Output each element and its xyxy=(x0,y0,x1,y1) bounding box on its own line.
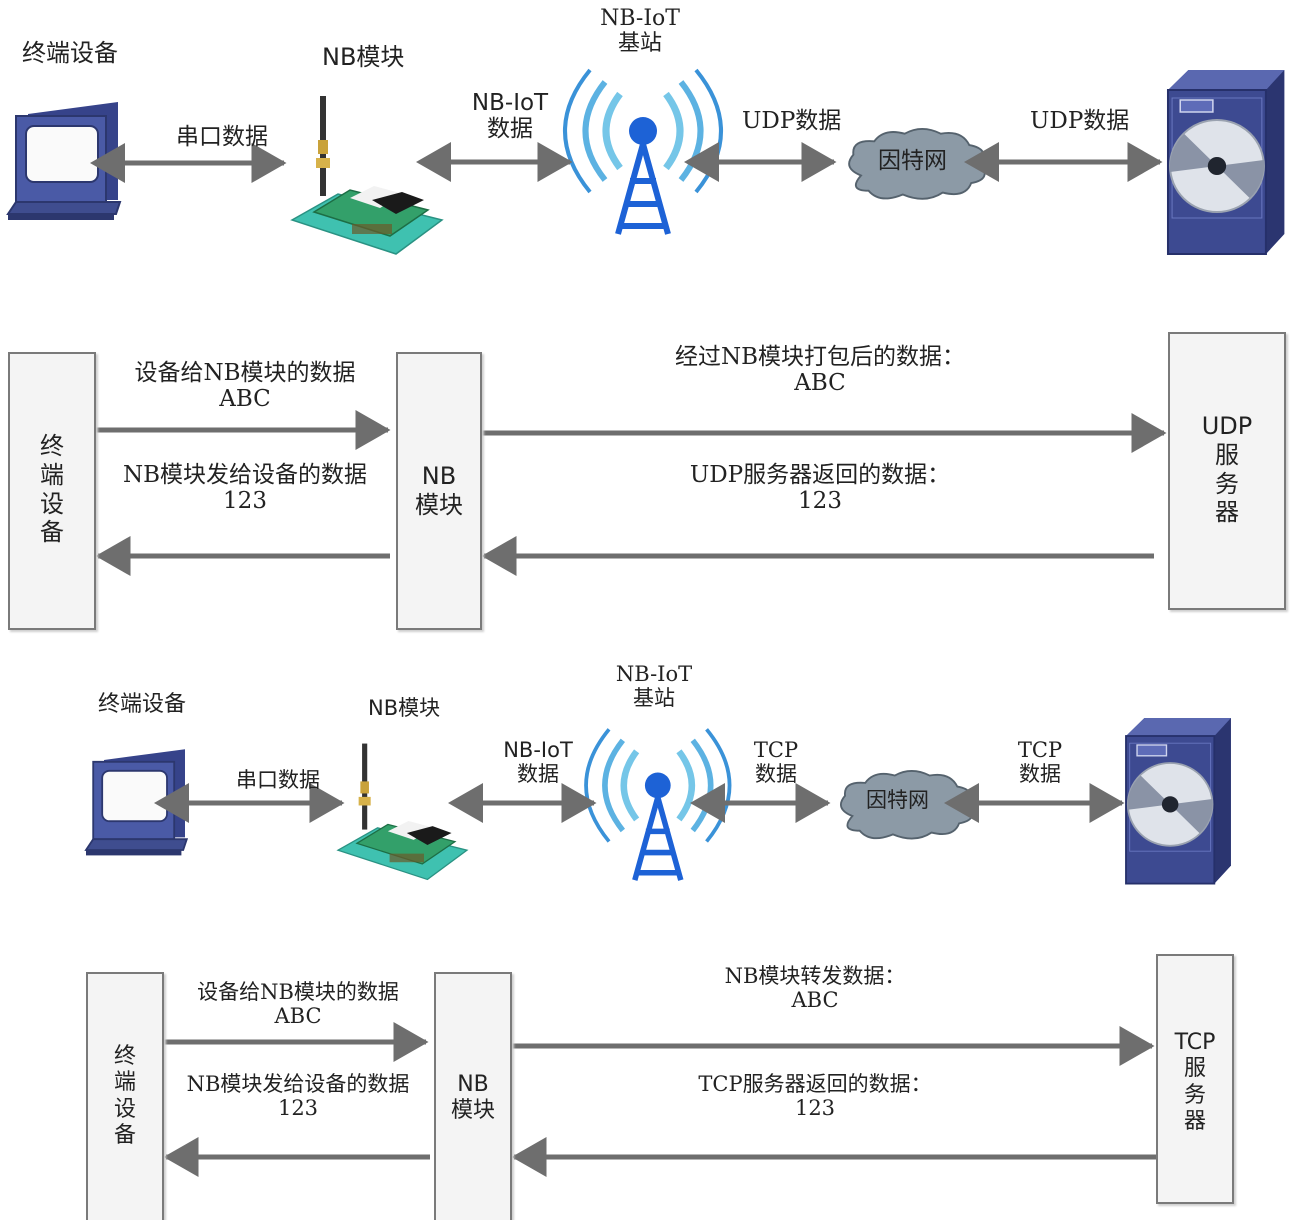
char: 端 xyxy=(113,1070,136,1096)
seq2-terminal-text: 终 端 设 备 xyxy=(88,1044,162,1150)
udp-data-label-right: UDP数据 xyxy=(1030,108,1130,134)
char: 器 xyxy=(1215,498,1239,527)
nb-module-icon xyxy=(337,742,468,881)
msg-line2: 123 xyxy=(277,1096,319,1121)
serial-data-label: 串口数据 xyxy=(236,768,320,792)
msg-line2: 123 xyxy=(223,488,267,515)
nb-module-label: NB模块 xyxy=(368,696,441,720)
tcp-server-icon xyxy=(1125,717,1232,885)
msg-line2: ABC xyxy=(794,370,846,397)
seq2-tcp-server-box: TCP 服 务 器 xyxy=(1156,954,1234,1204)
seq1-nb-box: NB 模块 xyxy=(396,352,482,630)
seq1-udp-server-text: UDP 服 务 器 xyxy=(1170,412,1284,527)
char: 端 xyxy=(40,460,64,489)
seq2-msg2-label: NB模块转发数据： ABC xyxy=(690,964,940,1012)
seq1-nb-text: NB 模块 xyxy=(398,462,480,520)
station-label-line1: NB-IoT xyxy=(615,662,693,686)
station-label-line2: 基站 xyxy=(633,686,675,711)
udp-data-label-left: UDP数据 xyxy=(742,108,842,134)
station-label: NB-IoT 基站 xyxy=(604,662,704,710)
seq1-udp-server-box: UDP 服 务 器 xyxy=(1168,332,1286,610)
nbiot-data-line2: 数据 xyxy=(517,762,559,787)
nb-line1: NB xyxy=(421,462,457,490)
nbiot-data-label: NB-IoT 数据 xyxy=(460,90,560,143)
char: 务 xyxy=(1215,469,1239,498)
nb-line1: NB xyxy=(457,1072,489,1097)
station-label: NB-IoT 基站 xyxy=(590,6,690,57)
terminal-label: 终端设备 xyxy=(22,39,118,67)
terminal-monitor-icon xyxy=(7,101,121,221)
char: 终 xyxy=(40,432,64,460)
seq1-msg3-label: NB模块发给设备的数据 123 xyxy=(100,462,390,515)
char: 终 xyxy=(113,1044,136,1069)
seq2-tcp-server-text: TCP 服 务 器 xyxy=(1158,1030,1232,1136)
seq1-terminal-box: 终 端 设 备 xyxy=(8,352,96,630)
msg-line2: ABC xyxy=(274,1004,322,1029)
tcp-line1: TCP xyxy=(1017,738,1063,762)
seq2-msg1-label: 设备给NB模块的数据 ABC xyxy=(176,980,420,1028)
msg-line1: NB模块转发数据： xyxy=(724,964,906,988)
nb-line2: 模块 xyxy=(415,490,463,519)
tcp-line1: TCP xyxy=(753,738,799,762)
char: 设 xyxy=(40,489,64,518)
nbiot-data-line1: NB-IoT xyxy=(503,738,573,762)
seq1-msg4-label: UDP服务器返回的数据： 123 xyxy=(640,462,1000,515)
seq2-nb-box: NB 模块 xyxy=(434,972,512,1220)
seq1-msg2-label: 经过NB模块打包后的数据： ABC xyxy=(640,344,1000,397)
nb-line2: 模块 xyxy=(450,1098,495,1124)
seq1-msg1-label: 设备给NB模块的数据 ABC xyxy=(110,360,380,413)
nbiot-data-line2: 数据 xyxy=(487,116,533,143)
msg-line1: UDP服务器返回的数据： xyxy=(689,462,951,488)
char: 器 xyxy=(1183,1109,1206,1135)
char: 备 xyxy=(113,1123,136,1149)
internet-label: 因特网 xyxy=(878,148,947,174)
msg-line1: NB模块发给设备的数据 xyxy=(186,1072,410,1096)
station-label-line1: NB-IoT xyxy=(600,6,680,31)
station-label-line2: 基站 xyxy=(617,31,662,57)
nbiot-data-label: NB-IoT 数据 xyxy=(490,738,586,786)
msg-line1: NB模块发给设备的数据 xyxy=(122,462,368,488)
msg-line2: 123 xyxy=(798,488,842,515)
msg-line1: TCP服务器返回的数据： xyxy=(698,1072,932,1096)
seq2-msg4-label: TCP服务器返回的数据： 123 xyxy=(670,1072,960,1120)
tcp-data-label-left: TCP 数据 xyxy=(740,738,812,786)
nb-module-icon xyxy=(291,95,443,255)
section2-graphics xyxy=(85,717,1232,885)
msg-line2: ABC xyxy=(791,988,839,1013)
tcp-line2: 数据 xyxy=(1019,762,1061,787)
char: 服 xyxy=(1215,440,1239,469)
udp-server-icon xyxy=(1166,68,1286,256)
msg-line1: 经过NB模块打包后的数据： xyxy=(674,344,966,370)
seq2-nb-text: NB 模块 xyxy=(436,1072,510,1125)
internet-label: 因特网 xyxy=(866,788,929,812)
seq2-terminal-box: 终 端 设 备 xyxy=(86,972,164,1220)
server-line1: TCP xyxy=(1174,1030,1216,1055)
tcp-line2: 数据 xyxy=(755,762,797,787)
char: 设 xyxy=(113,1096,136,1122)
seq1-terminal-text: 终 端 设 备 xyxy=(10,432,94,547)
server-line1: UDP xyxy=(1201,412,1253,440)
char: 服 xyxy=(1183,1056,1206,1082)
nbiot-tower-icon xyxy=(586,729,730,880)
char: 备 xyxy=(40,518,64,547)
nbiot-data-line1: NB-IoT xyxy=(471,90,549,116)
seq2-arrows xyxy=(163,1022,1156,1177)
msg-line2: ABC xyxy=(219,386,271,413)
tcp-data-label-right: TCP 数据 xyxy=(1004,738,1076,786)
nbiot-tower-icon xyxy=(565,70,721,234)
msg-line1: 设备给NB模块的数据 xyxy=(134,360,356,386)
seq1-arrows xyxy=(95,410,1167,576)
nb-module-label: NB模块 xyxy=(322,43,405,71)
section1-graphics xyxy=(7,68,1286,256)
serial-data-label: 串口数据 xyxy=(176,124,268,150)
char: 务 xyxy=(1183,1082,1206,1108)
seq2-msg3-label: NB模块发给设备的数据 123 xyxy=(168,1072,428,1120)
msg-line1: 设备给NB模块的数据 xyxy=(197,980,399,1004)
terminal-label: 终端设备 xyxy=(98,692,187,717)
terminal-monitor-icon xyxy=(85,748,188,857)
msg-line2: 123 xyxy=(794,1096,836,1121)
